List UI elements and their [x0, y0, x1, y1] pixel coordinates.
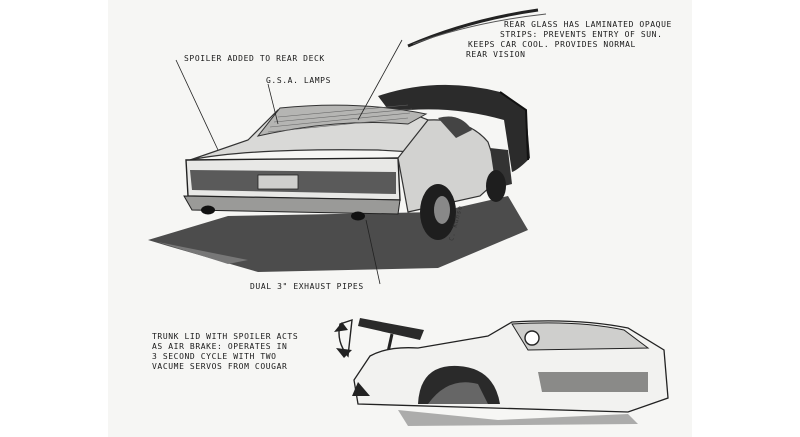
right-exhaust-pipe [351, 211, 365, 221]
license-plate [257, 174, 299, 190]
glass-leader-line [357, 39, 403, 121]
lamps-leader-line [267, 83, 279, 125]
raised-trunk-lid [378, 84, 530, 172]
spoiler-leader-line [175, 59, 219, 151]
sketch-sheet: Spoiler added to rear deck G.S.A. Lamps … [108, 0, 692, 437]
trunk-note-line-1: Trunk lid with spoiler acts [152, 332, 299, 341]
glass-note-line-4: rear vision [466, 50, 526, 59]
trunk-note-line-3: 3 second cycle with two [152, 352, 277, 361]
left-exhaust-pipe [201, 205, 215, 215]
glass-note-line-2: strips: prevents entry of sun. [500, 30, 663, 39]
glass-note-line-1: Rear glass has laminated opaque [504, 20, 672, 29]
trunk-note-line-4: vacume servos from cougar [152, 362, 288, 371]
concept-car-drawing [148, 8, 669, 426]
fuel-cap [524, 330, 540, 346]
spoiler-note: Spoiler added to rear deck [184, 54, 325, 63]
front-wheel [486, 170, 506, 202]
exhaust-note: Dual 3" exhaust pipes [250, 282, 364, 291]
spoiler-profile [358, 318, 424, 340]
trunk-note-line-2: as air brake: operates in [152, 342, 288, 351]
lamps-note: G.S.A. Lamps [266, 76, 331, 85]
exhaust-leader-line [365, 219, 381, 285]
glass-note-line-3: Keeps car cool. Provides normal [468, 40, 636, 49]
